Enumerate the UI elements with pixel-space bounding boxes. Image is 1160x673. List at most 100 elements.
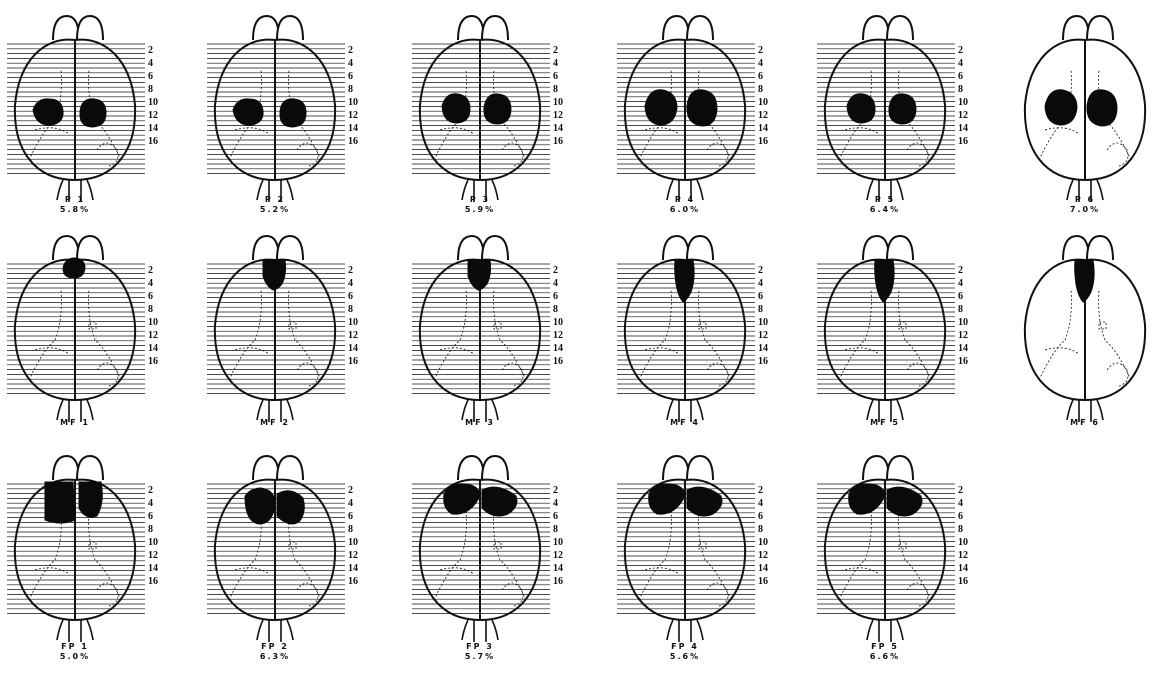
lesion-percentage: 6.0%	[625, 205, 745, 215]
scale-number: 8	[148, 304, 153, 315]
scale-number: 8	[958, 84, 963, 95]
brain-diagram-p2: 246810121416	[205, 10, 375, 210]
brain-diagram-fp4: 246810121416	[615, 450, 785, 650]
lesion-area-2	[1087, 90, 1117, 126]
panel-label: MF 5	[825, 418, 945, 428]
olfactory-bulb-right	[277, 236, 303, 260]
scale-number: 6	[148, 71, 153, 82]
olfactory-bulb-right	[277, 456, 303, 480]
brain-diagram-fp3: 246810121416	[410, 450, 580, 650]
scale-number: 8	[758, 304, 763, 315]
scale-number: 12	[758, 110, 768, 121]
olfactory-bulb-left	[1063, 236, 1089, 260]
scale-number: 10	[758, 97, 768, 108]
caption-p1: P 15.8%	[15, 195, 135, 215]
brain-svg-mf1: 246810121416	[5, 230, 175, 430]
scale-numbers: 246810121416	[348, 45, 358, 147]
scale-numbers: 246810121416	[553, 45, 563, 147]
scale-number: 6	[958, 71, 963, 82]
scale-number: 6	[553, 291, 558, 302]
lesion-area-1	[442, 94, 470, 123]
brain-svg-p2: 246810121416	[205, 10, 375, 210]
brain-diagram-mf6	[1015, 230, 1160, 430]
scale-number: 2	[758, 265, 763, 276]
scale-number: 6	[148, 291, 153, 302]
scale-number: 14	[348, 563, 358, 574]
scale-number: 14	[758, 563, 768, 574]
olfactory-bulb-left	[458, 236, 484, 260]
lesion-percentage: 5.8%	[15, 205, 135, 215]
panel-label: P 6	[1025, 195, 1145, 205]
panel-label: FP 5	[825, 642, 945, 652]
scale-numbers: 246810121416	[553, 485, 563, 587]
scale-number: 16	[148, 136, 158, 147]
lesion-area-1	[45, 482, 75, 523]
scale-number: 2	[758, 45, 763, 56]
brain-diagram-fp5: 246810121416	[815, 450, 985, 650]
scale-number: 10	[553, 537, 563, 548]
brainstem	[867, 620, 903, 642]
scale-number: 2	[553, 485, 558, 496]
scale-number: 16	[348, 356, 358, 367]
olfactory-bulb-right	[1087, 16, 1113, 40]
lesion-area-2	[484, 94, 511, 124]
lesion-area-2	[80, 99, 106, 127]
scale-number: 12	[348, 330, 358, 341]
scale-number: 10	[958, 97, 968, 108]
lesion-percentage: 5.7%	[420, 652, 540, 662]
scale-number: 2	[148, 265, 153, 276]
brain-diagram-p3: 246810121416	[410, 10, 580, 210]
scale-number: 12	[148, 110, 158, 121]
caption-mf1: MF 1	[15, 418, 135, 428]
panel-label: P 4	[625, 195, 745, 205]
scale-number: 4	[958, 278, 963, 289]
brain-diagram-fp1: 246810121416	[5, 450, 175, 650]
lesion-area-1	[63, 258, 85, 278]
brain-diagram-mf4: 246810121416	[615, 230, 785, 430]
scale-number: 8	[758, 84, 763, 95]
olfactory-bulb-left	[458, 16, 484, 40]
scale-number: 14	[348, 123, 358, 134]
brain-svg-p4: 246810121416	[615, 10, 785, 210]
scale-number: 10	[148, 317, 158, 328]
scale-number: 16	[553, 576, 563, 587]
scale-number: 14	[553, 123, 563, 134]
lesion-area-2	[280, 99, 306, 127]
caption-p6: P 67.0%	[1025, 195, 1145, 215]
brain-diagram-p6	[1015, 10, 1160, 210]
scale-number: 16	[758, 356, 768, 367]
olfactory-bulb-left	[53, 16, 79, 40]
scale-number: 10	[958, 317, 968, 328]
scale-number: 16	[348, 136, 358, 147]
brainstem	[257, 620, 293, 642]
scale-number: 4	[758, 278, 763, 289]
scale-numbers: 246810121416	[958, 265, 968, 367]
lesion-area-1	[645, 90, 677, 125]
brain-diagram-mf1: 246810121416	[5, 230, 175, 430]
scale-number: 2	[348, 265, 353, 276]
scale-number: 10	[758, 537, 768, 548]
scale-number: 4	[148, 498, 153, 509]
scale-number: 14	[758, 343, 768, 354]
panel-label: FP 1	[15, 642, 135, 652]
olfactory-bulb-right	[77, 16, 103, 40]
scale-number: 16	[553, 136, 563, 147]
scale-number: 8	[553, 84, 558, 95]
panel-label: FP 3	[420, 642, 540, 652]
scale-number: 10	[758, 317, 768, 328]
caption-mf4: MF 4	[625, 418, 745, 428]
scale-number: 4	[348, 498, 353, 509]
olfactory-bulb-left	[863, 236, 889, 260]
scale-number: 14	[553, 563, 563, 574]
scale-number: 12	[148, 550, 158, 561]
scale-number: 6	[958, 511, 963, 522]
scale-number: 10	[348, 317, 358, 328]
lesion-area-1	[245, 488, 275, 524]
scale-number: 4	[148, 278, 153, 289]
scale-number: 2	[553, 45, 558, 56]
